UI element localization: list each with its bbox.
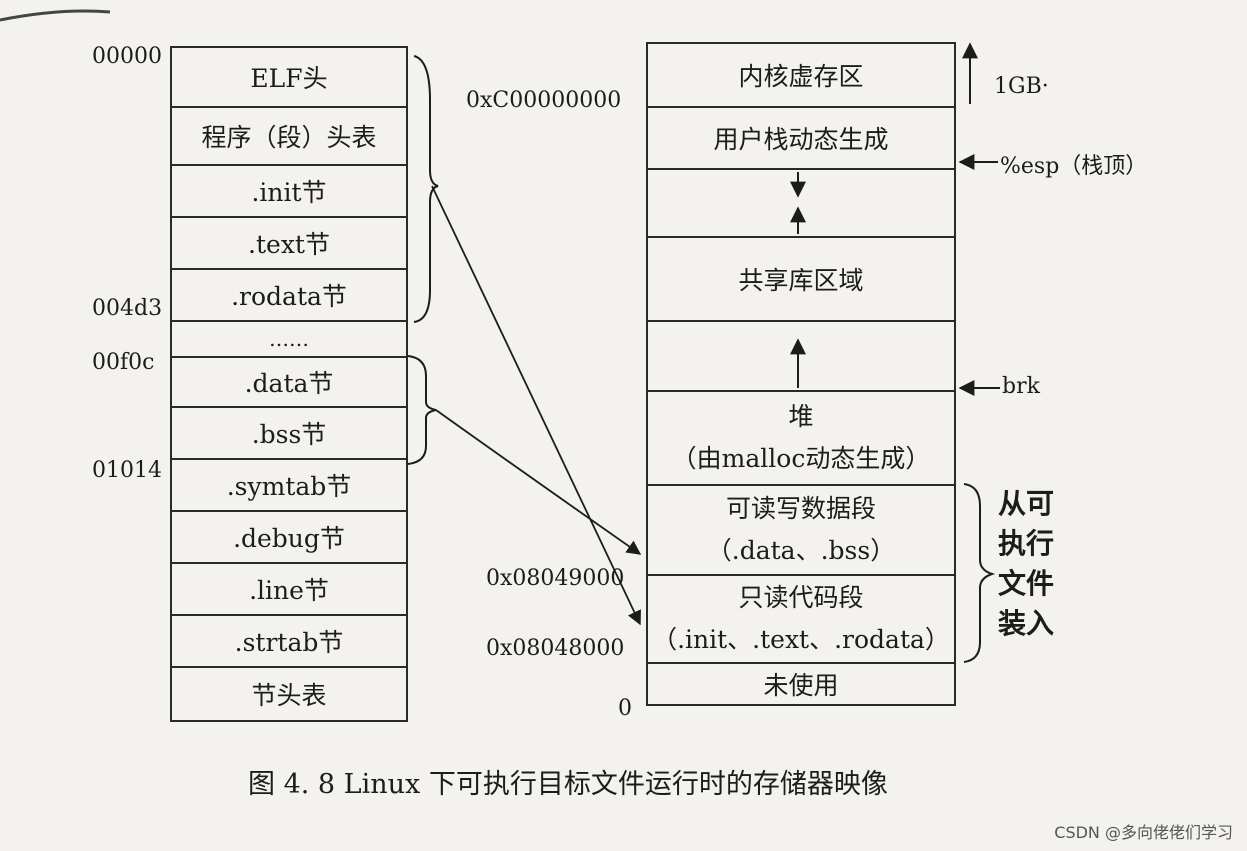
- rw-data-label: 可读写数据段: [725, 494, 876, 523]
- address-code-start: 0x08048000: [486, 636, 625, 661]
- region-ro-code-segment: 只读代码段 （.init、.text、.rodata）: [646, 574, 956, 664]
- ro-code-sublabel: （.init、.text、.rodata）: [652, 625, 950, 654]
- figure-caption: 图 4. 8 Linux 下可执行目标文件运行时的存储器映像: [248, 769, 888, 800]
- rw-data-sublabel: （.data、.bss）: [706, 536, 896, 565]
- address-zero: 0: [618, 696, 632, 721]
- watermark: CSDN @多向佬佬们学习: [1054, 823, 1233, 842]
- offset-01014: 01014: [92, 458, 162, 483]
- offset-004d3: 004d3: [92, 296, 163, 321]
- section-line: .line节: [170, 562, 408, 616]
- address-data-start: 0x08049000: [486, 566, 625, 591]
- arrow-data-mapping: [435, 409, 642, 555]
- offset-00000: 00000: [92, 44, 162, 69]
- corner-stroke: [0, 9, 111, 22]
- heap-label: 堆: [788, 402, 814, 431]
- arrow-code-mapping: [431, 185, 641, 626]
- ro-code-label: 只读代码段: [738, 583, 864, 612]
- offset-00f0c: 00f0c: [92, 350, 155, 375]
- stack-top-label: %esp（栈顶）: [1000, 154, 1148, 179]
- section-header-table: 节头表: [170, 666, 408, 722]
- address-kernel-start: 0xC00000000: [466, 88, 622, 113]
- heap-sublabel: （由malloc动态生成）: [671, 444, 931, 473]
- brace-loaded-segments: [963, 483, 996, 663]
- region-unused: 未使用: [646, 662, 956, 706]
- loaded-from-executable-label: 从可执行文件装入: [997, 487, 1054, 640]
- brace-elf-header-to-rodata: [413, 55, 439, 323]
- brk-label: brk: [1002, 374, 1040, 399]
- brace-data-bss: [407, 355, 437, 465]
- kernel-size-label: 1GB·: [994, 74, 1049, 99]
